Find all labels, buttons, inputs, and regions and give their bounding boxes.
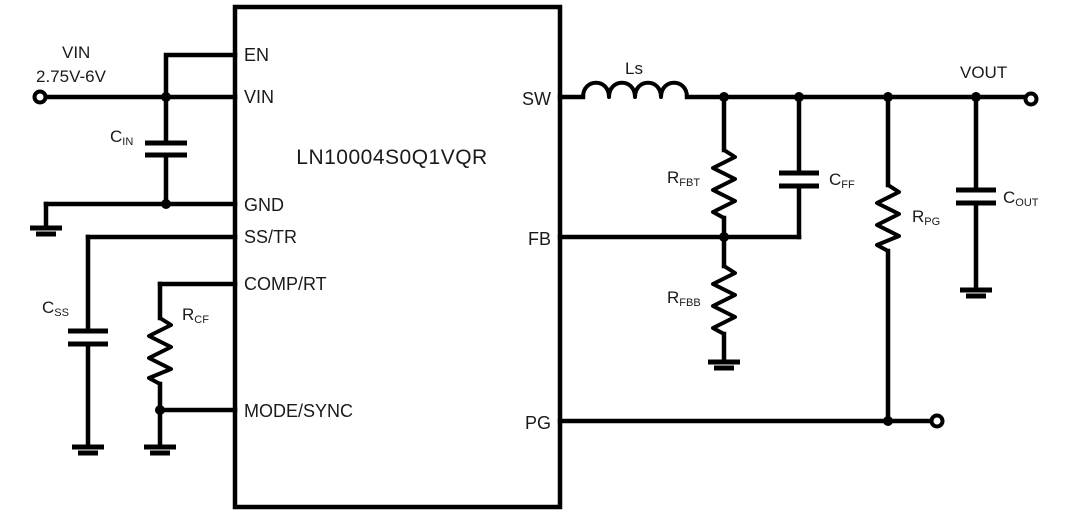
ic-body <box>232 4 563 510</box>
cout-network <box>956 94 996 299</box>
vout-label: VOUT <box>960 63 1007 82</box>
r-cf-label: RCF <box>182 305 209 326</box>
pin-en-label: EN <box>244 45 269 65</box>
pin-comp-rt-label: COMP/RT <box>244 274 327 294</box>
c-out-label: COUT <box>1003 188 1039 209</box>
css-network <box>68 234 238 456</box>
vin-network <box>43 52 238 231</box>
vin-range-label: 2.75V-6V <box>36 67 107 86</box>
pin-ss-tr-label: SS/TR <box>244 227 297 247</box>
vin-label: VIN <box>62 43 90 62</box>
r-fbb-label: RFBB <box>667 288 701 309</box>
sw-output-rail <box>557 80 1027 102</box>
ic-part-number: LN10004S0Q1VQR <box>296 146 487 169</box>
pg-network <box>557 94 933 426</box>
pin-vin-label: VIN <box>244 87 274 107</box>
rcf-network <box>144 281 238 456</box>
c-ss-label: CSS <box>42 298 69 319</box>
pin-mode-sync-label: MODE/SYNC <box>244 401 353 421</box>
pin-fb-label: FB <box>528 229 551 249</box>
c-in-label: CIN <box>110 127 133 148</box>
r-pg-label: RPG <box>912 207 940 228</box>
feedback-divider <box>557 94 819 371</box>
pin-sw-label: SW <box>522 89 551 109</box>
r-fbt-label: RFBT <box>667 168 700 189</box>
pin-pg-label: PG <box>525 413 551 433</box>
c-ff-label: CFF <box>829 170 855 191</box>
pg-terminal <box>929 413 945 429</box>
vout-terminal <box>1023 91 1039 107</box>
pin-gnd-label: GND <box>244 195 284 215</box>
gnd-symbol-input <box>30 225 62 237</box>
vin-terminal <box>32 89 48 105</box>
ls-label: Ls <box>625 59 643 78</box>
